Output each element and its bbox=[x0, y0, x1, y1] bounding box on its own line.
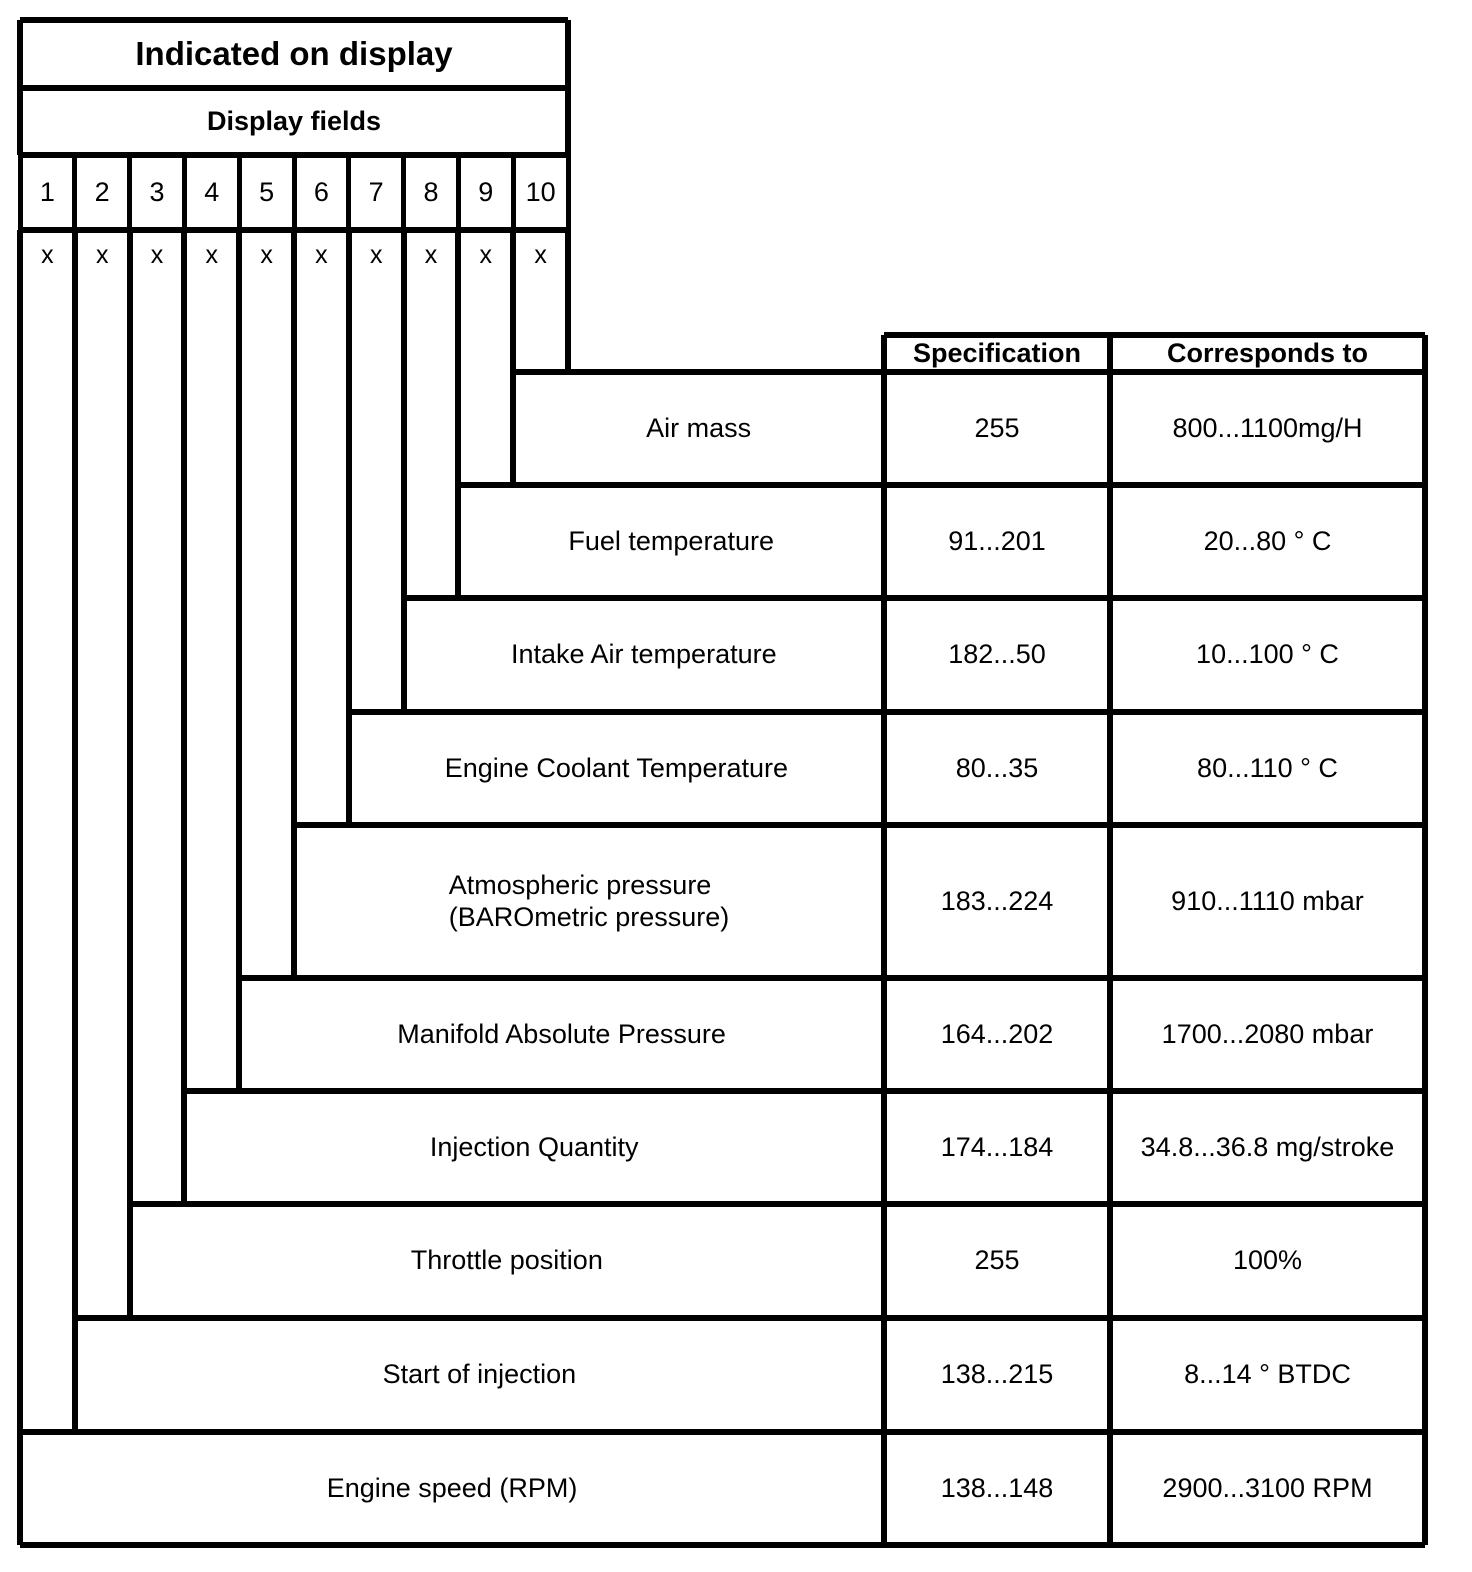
table-bottom-rule bbox=[20, 1542, 1425, 1548]
row-corresponds-to-2: 20...80 ° C bbox=[1203, 525, 1332, 556]
value-header-top bbox=[884, 332, 1425, 338]
staircase-riser-row-6 bbox=[236, 230, 243, 1091]
row-top-rule-8 bbox=[129, 1201, 1425, 1207]
display-field-mark-10: x bbox=[534, 241, 547, 270]
row-corresponds-to-8: 100% bbox=[1232, 1245, 1303, 1276]
row-top-rule-6 bbox=[239, 975, 1425, 981]
row-top-rule-10 bbox=[20, 1429, 1425, 1435]
display-field-number-8: 8 bbox=[423, 176, 439, 207]
row-corresponds-to-3: 10...100 ° C bbox=[1196, 639, 1339, 670]
column-header-corresponds-to: Corresponds to bbox=[1166, 337, 1368, 368]
colnum-sep-1 bbox=[72, 155, 78, 230]
row-label-5: Atmospheric pressure (BAROmetric pressur… bbox=[448, 869, 730, 932]
colnum-sep-2 bbox=[127, 155, 133, 230]
display-field-mark-2: x bbox=[95, 241, 109, 270]
spec-col-left-edge bbox=[881, 335, 887, 1545]
row-corresponds-to-5: 910...1110 mbar bbox=[1171, 885, 1364, 916]
colnum-sep-3 bbox=[181, 155, 187, 230]
row-label-4: Engine Coolant Temperature bbox=[444, 752, 788, 783]
title-subtitle-divider bbox=[20, 85, 568, 91]
display-field-number-5: 5 bbox=[259, 176, 275, 207]
row-corresponds-to-7: 34.8...36.8 mg/stroke bbox=[1140, 1131, 1395, 1162]
staircase-riser-row-1 bbox=[510, 230, 517, 485]
display-field-number-9: 9 bbox=[478, 176, 494, 207]
staircase-riser-row-8 bbox=[126, 230, 133, 1318]
staircase-riser-row-10 bbox=[17, 230, 23, 1545]
title-box-top bbox=[20, 17, 568, 23]
page-title: Indicated on display bbox=[135, 34, 453, 72]
row-specification-9: 138...215 bbox=[940, 1359, 1054, 1390]
row-specification-8: 255 bbox=[974, 1245, 1020, 1276]
display-field-number-1: 1 bbox=[39, 176, 55, 207]
colnum-sep-0 bbox=[17, 155, 23, 230]
display-fields-subtitle: Display fields bbox=[206, 105, 382, 136]
title-box-right bbox=[565, 20, 571, 155]
display-field-number-3: 3 bbox=[149, 176, 165, 207]
colnum-sep-10 bbox=[565, 155, 571, 230]
row-top-rule-4 bbox=[348, 709, 1425, 715]
table-right-edge bbox=[1422, 335, 1428, 1545]
display-field-number-7: 7 bbox=[368, 176, 384, 207]
row-specification-10: 138...148 bbox=[940, 1472, 1054, 1503]
row-label-10: Engine speed (RPM) bbox=[326, 1472, 578, 1503]
row-specification-5: 183...224 bbox=[940, 885, 1054, 916]
staircase-riser-row-4 bbox=[345, 230, 352, 825]
staircase-riser-row-7 bbox=[181, 230, 188, 1204]
row-label-7: Injection Quantity bbox=[429, 1131, 639, 1162]
row-label-9: Start of injection bbox=[382, 1359, 577, 1390]
row-label-1: Air mass bbox=[646, 412, 752, 443]
display-field-mark-7: x bbox=[369, 241, 383, 270]
colnum-sep-9 bbox=[510, 155, 516, 230]
row-corresponds-to-1: 800...1100mg/H bbox=[1172, 412, 1363, 443]
display-field-mark-4: x bbox=[205, 241, 219, 270]
row-specification-2: 91...201 bbox=[948, 525, 1046, 556]
display-field-mark-5: x bbox=[260, 241, 273, 270]
row-label-8: Throttle position bbox=[410, 1245, 603, 1276]
row-top-rule-7 bbox=[184, 1088, 1425, 1094]
colnum-sep-4 bbox=[236, 155, 242, 230]
row-top-rule-1 bbox=[513, 369, 1425, 375]
colnum-sep-5 bbox=[291, 155, 297, 230]
row-top-rule-3 bbox=[403, 595, 1425, 601]
colnum-sep-8 bbox=[455, 155, 461, 230]
grid-right-edge-lower bbox=[565, 230, 571, 372]
display-field-number-2: 2 bbox=[94, 176, 110, 207]
staircase-riser-row-2 bbox=[455, 230, 462, 598]
row-specification-1: 255 bbox=[974, 412, 1020, 443]
row-specification-6: 164...202 bbox=[940, 1018, 1054, 1049]
display-field-number-4: 4 bbox=[204, 176, 220, 207]
display-field-number-6: 6 bbox=[313, 176, 329, 207]
colnum-sep-6 bbox=[346, 155, 352, 230]
row-corresponds-to-6: 1700...2080 mbar bbox=[1161, 1018, 1374, 1049]
row-corresponds-to-4: 80...110 ° C bbox=[1197, 752, 1338, 783]
row-corresponds-to-10: 2900...3100 RPM bbox=[1162, 1472, 1373, 1503]
row-specification-3: 182...50 bbox=[948, 639, 1046, 670]
staircase-riser-row-3 bbox=[400, 230, 407, 712]
display-field-mark-8: x bbox=[424, 241, 438, 270]
display-field-number-10: 10 bbox=[525, 176, 556, 207]
row-top-rule-5 bbox=[294, 822, 1425, 828]
staircase-riser-row-9 bbox=[71, 230, 78, 1432]
column-header-specification: Specification bbox=[912, 337, 1082, 368]
row-top-rule-9 bbox=[74, 1315, 1425, 1321]
staircase-riser-row-5 bbox=[291, 230, 297, 978]
row-corresponds-to-9: 8...14 ° BTDC bbox=[1184, 1359, 1351, 1390]
display-field-mark-9: x bbox=[479, 241, 493, 270]
row-top-rule-2 bbox=[458, 482, 1425, 488]
row-label-3: Intake Air temperature bbox=[510, 639, 777, 670]
row-specification-7: 174...184 bbox=[940, 1131, 1054, 1162]
display-field-mark-6: x bbox=[315, 241, 328, 270]
display-field-mark-1: x bbox=[41, 241, 54, 270]
row-specification-4: 80...35 bbox=[955, 752, 1039, 783]
colnum-sep-7 bbox=[401, 155, 407, 230]
display-field-mark-3: x bbox=[150, 241, 164, 270]
row-label-2: Fuel temperature bbox=[568, 525, 774, 556]
row-label-6: Manifold Absolute Pressure bbox=[397, 1018, 726, 1049]
spec-col-right-edge bbox=[1107, 335, 1113, 1545]
